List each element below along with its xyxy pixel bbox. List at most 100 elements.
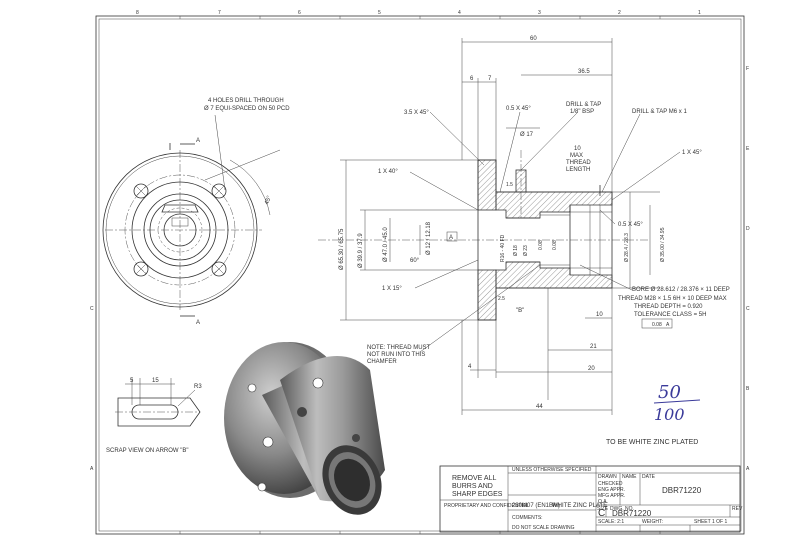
dim-20: 20 [588, 366, 595, 372]
unless-specified: UNLESS OTHERWISE SPECIFIED [512, 467, 592, 473]
dim-36-5: 36.5 [578, 69, 590, 75]
handwritten-quantity: 50 100 [653, 382, 701, 424]
zone-letter: C [746, 306, 750, 312]
scrap-dim-15: 15 [152, 378, 159, 384]
dim-2-5: 2.5 [498, 296, 505, 302]
dim-tol-2: 0.08 [552, 240, 558, 250]
bore-note: BORE Ø 28.612 / 28.376 × 11 DEEP [632, 287, 730, 293]
hole-note-line2: Ø 7 EQUI-SPACED ON 50 PCD [204, 106, 290, 112]
do-not-scale: DO NOT SCALE DRAWING [512, 525, 575, 531]
dimension-lines [340, 38, 660, 415]
dim-bore-dia: Ø 39.9 / 37.9 [358, 233, 364, 268]
qa: Q.A. [598, 499, 608, 505]
max-thread-1: 10 [574, 146, 581, 152]
position-tol: 0.08 [652, 322, 662, 328]
chamfer-3-5: 3.5 X 45° [404, 110, 429, 116]
zone-letter: C [90, 306, 94, 312]
chamfer-0-5: 0.5 X 45° [506, 106, 531, 112]
scrap-dim-r3: R3 [194, 384, 202, 390]
scale: SCALE: 2:1 [598, 519, 624, 525]
size-label: SIZE [597, 506, 609, 512]
zone-number: 2 [618, 10, 621, 16]
proprietary: PROPRIETARY AND CONFIDENTIAL [444, 503, 529, 509]
dim-4: 4 [468, 364, 472, 370]
note-line-1: NOTE: THREAD MUST [367, 345, 431, 351]
dim-dia-35: Ø 35.00 / 34.95 [660, 227, 666, 262]
finish: WHITE ZINC PLATE [552, 503, 607, 509]
dim-flange-dia: Ø 65.30 / 65.75 [339, 228, 345, 270]
bolt-hole [133, 183, 149, 199]
max-thread-4: LENGTH [566, 167, 590, 173]
dim-10: 10 [596, 312, 603, 318]
body-section-top [495, 191, 613, 219]
remove-burrs-1: REMOVE ALL [452, 475, 496, 482]
zone-number: 8 [136, 10, 139, 16]
sheet-border: 8 7 6 5 4 3 2 1 F E D C B A A C [90, 10, 750, 535]
zone-number: 4 [458, 10, 461, 16]
drawn: DRAWN [598, 474, 617, 480]
zone-letter: A [90, 466, 94, 472]
finish-note: TO BE WHITE ZINC PLATED [606, 439, 698, 446]
name-header: NAME [622, 474, 637, 480]
handwritten-numerator: 50 [658, 382, 681, 403]
flange-section-top [477, 159, 497, 211]
bolt-hole [211, 183, 227, 199]
angle-60: 60° [410, 258, 420, 264]
size-value: C [598, 508, 605, 519]
zone-number: 1 [698, 10, 701, 16]
zone-letter: F [746, 66, 749, 72]
eng-appr: ENG APPR. [598, 487, 625, 493]
chamfer-0-5b: 0.5 X 45° [618, 222, 643, 228]
zone-letter: E [746, 146, 750, 152]
dim-dia-47: Ø 47.0 / 45.0 [383, 227, 389, 262]
hole-note-line1: 4 HOLES DRILL THROUGH [208, 98, 284, 104]
scrap-dim-5: 5 [130, 378, 134, 384]
weight: WEIGHT: [642, 519, 663, 525]
title-block: REMOVE ALL BURRS AND SHARP EDGES PROPRIE… [439, 465, 743, 533]
remove-burrs-3: SHARP EDGES [452, 491, 503, 498]
dwg-no-label: DWG. NO. [610, 506, 634, 512]
bolt-hole [133, 261, 149, 277]
datum-a: A [449, 235, 453, 241]
dim-r16: R16 - 40 FD [500, 234, 506, 262]
drill-tap-m6: DRILL & TAP M6 x 1 [632, 109, 687, 115]
drill-tap-bsp-2: 1/8" BSP [570, 109, 594, 115]
dim-overall-length: 60 [530, 36, 537, 42]
dim-tol-1: 0.08 [538, 240, 544, 250]
handwritten-denominator: 100 [654, 405, 685, 424]
mfg-appr: MFG APPR. [598, 493, 625, 499]
dim-dia-23: Ø 23 [523, 245, 529, 256]
section-view: 60 36.5 6 7 3.5 X 45° 0.5 X 45° DRILL & … [318, 36, 730, 415]
zone-number: 7 [218, 10, 221, 16]
zone-number: 5 [378, 10, 381, 16]
chamfer-1x15: 1 X 15° [382, 286, 402, 292]
front-view: 4 HOLES DRILL THROUGH Ø 7 EQUI-SPACED ON… [102, 98, 290, 326]
dim-7: 7 [488, 76, 492, 82]
chamfer-1x40: 1 X 40° [378, 169, 398, 175]
tolerance-class: TOLERANCE CLASS = 5H [634, 312, 706, 318]
material: 230M07 (EN1BM) [512, 503, 560, 509]
dim-6: 6 [470, 76, 474, 82]
max-thread-2: MAX [570, 153, 583, 159]
zone-letter: B [746, 386, 750, 392]
note-line-3: CHAMFER [367, 359, 397, 365]
dim-dia-28-4: Ø 28.4 / 28.3 [624, 233, 630, 262]
remove-burrs-2: BURRS AND [452, 483, 493, 490]
dim-dia-18: Ø 18 [513, 245, 519, 256]
note-line-2: NOT RUN INTO THIS [367, 352, 425, 358]
chamfer-1x45: 1 X 45° [682, 150, 702, 156]
date-header: DATE [642, 474, 656, 480]
sheet: SHEET 1 OF 1 [694, 519, 727, 525]
dim-21: 21 [590, 344, 597, 350]
drawing-title: DBR71220 [662, 486, 702, 495]
comments: COMMENTS: [512, 515, 543, 521]
drill-tap-bsp-1: DRILL & TAP [566, 102, 601, 108]
dim-44: 44 [536, 404, 543, 410]
arrow-b: "B" [516, 308, 524, 314]
isometric-part-image [224, 342, 385, 515]
scrap-view: 5 15 R3 SCRAP VIEW ON ARROW "B" [106, 378, 202, 454]
bolt-hole [211, 261, 227, 277]
zone-number: 6 [298, 10, 301, 16]
dim-1-5: 1.5 [506, 182, 513, 188]
